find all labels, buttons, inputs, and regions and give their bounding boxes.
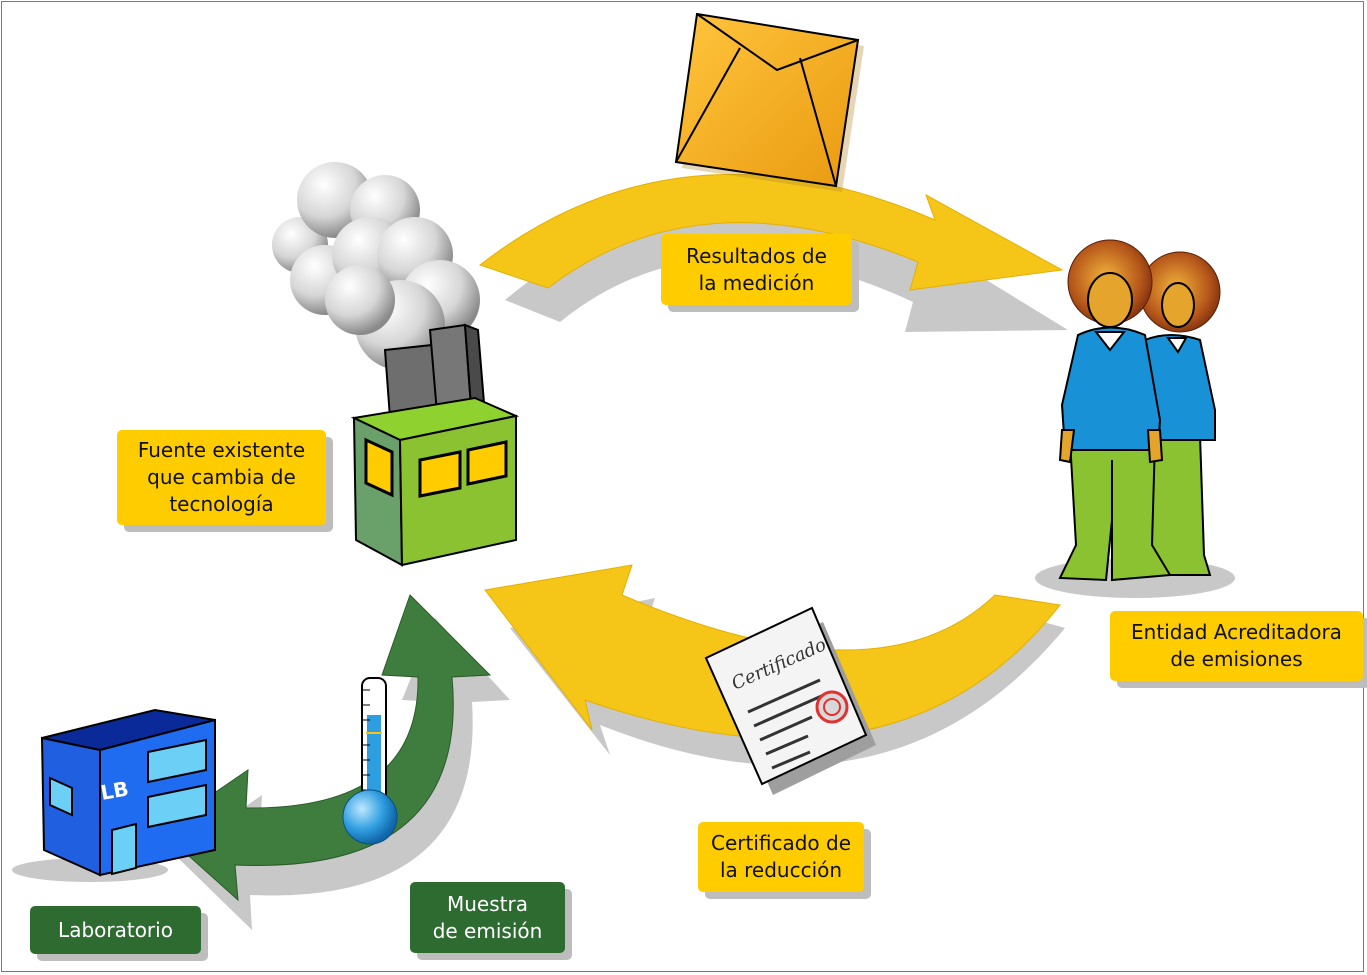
label-laboratory: Laboratorio	[30, 906, 201, 954]
envelope-icon	[674, 12, 864, 192]
people-icon	[1035, 239, 1235, 598]
label-entity: Entidad Acreditadora de emisiones	[1110, 611, 1363, 681]
label-measurement-results: Resultados de la medición	[661, 234, 852, 305]
person-front	[1058, 239, 1172, 582]
label-sample: Muestra de emisión	[410, 882, 565, 953]
label-source: Fuente existente que cambia de tecnologí…	[117, 430, 326, 525]
certificate-icon: Certificado	[704, 606, 876, 795]
label-certificate-reduction: Certificado de la reducción	[698, 822, 864, 892]
green-curved-arrow	[159, 594, 492, 902]
person-back	[1136, 251, 1221, 576]
lab-building-icon: LB	[12, 708, 216, 882]
thermometer-icon	[342, 677, 398, 845]
lab-sign: LB	[99, 776, 131, 804]
top-arrow-shadow	[505, 211, 1068, 332]
certificate-seal	[815, 690, 849, 724]
factory-icon	[272, 162, 520, 567]
top-curved-arrow	[478, 173, 1064, 291]
